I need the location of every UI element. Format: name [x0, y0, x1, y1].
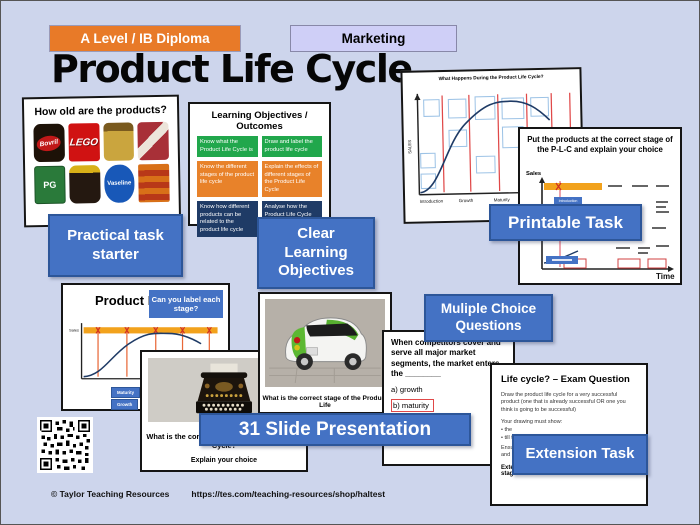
products-starter-slide: How old are the products? Bovril LEGO PG… [21, 94, 182, 228]
car-question: What is the correct stage of the Product… [262, 395, 388, 409]
product-images: Bovril LEGO PG Vaseline [24, 116, 178, 205]
qr-code [37, 417, 93, 473]
car-image [265, 299, 385, 387]
plc-chart-slide: What Happens During the Product Life Cyc… [400, 67, 585, 224]
subject-badge-label: Marketing [341, 31, 406, 46]
objectives-slide: Learning Objectives / Outcomes Know what… [188, 102, 331, 238]
stage-chip: Maturity [111, 387, 141, 398]
exam-bullet: • till t [501, 435, 513, 442]
objective-item: Explain the effects of different stages … [261, 161, 322, 198]
ice-cream-image [137, 121, 169, 161]
objective-item: Draw and label the product life cycle [261, 136, 322, 158]
exam-fragment: Ensure [501, 445, 519, 452]
bovril-jar-image: Bovril [33, 123, 65, 163]
copyright-text: © Taylor Teaching Resources [51, 489, 170, 499]
label-stages-prompt: Can you label each stage? [149, 290, 223, 318]
typewriter-icon [196, 363, 252, 414]
mustard-jar-image [102, 122, 135, 161]
typewriter-subquestion: Explain your choice [190, 457, 258, 464]
exam-title: Life cycle? – Exam Question [501, 374, 630, 385]
exam-body: Draw the product life cycle for a very s… [501, 392, 626, 413]
printable-task-ylabel: Sales [526, 171, 542, 177]
lego-logo-image: LEGO [68, 123, 100, 162]
vaseline-image: Vaseline [103, 164, 135, 203]
mcq-question: When competitors cover and serve all maj… [391, 338, 501, 379]
mcq-option-a: a) growth [391, 384, 423, 394]
printable-task-label: Printable Task [489, 204, 642, 241]
product-box-image [138, 163, 170, 203]
marmite-jar-image [68, 165, 101, 204]
slide-count-banner: 31 Slide Presentation [199, 413, 471, 446]
exam-bullet: • the [501, 427, 513, 434]
label-stages-ylabel: Sales [69, 327, 79, 332]
extension-task-label: Extension Task [512, 434, 648, 475]
printable-task-chart: Time [539, 177, 675, 281]
shop-url: https://tes.com/teaching-resources/shop/… [191, 489, 386, 499]
mcq-label: Muliple Choice Questions [424, 294, 553, 342]
objective-item: Know how different products can be relat… [197, 201, 258, 238]
clear-objectives-label: Clear Learning Objectives [257, 217, 375, 289]
objectives-title: Learning Objectives / Outcomes [211, 110, 308, 132]
smart-car-icon [269, 303, 381, 383]
practical-task-label: Practical task starter [48, 214, 183, 277]
printable-task-title: Put the products at the correct stage of… [527, 135, 673, 155]
car-slide: What is the correct stage of the Product… [258, 292, 392, 414]
exam-must: Your drawing must show: [501, 419, 563, 426]
objective-item: Know what the Product Life Cycle is [197, 136, 258, 158]
plc-stage-2: Maturity [494, 197, 511, 202]
plc-stage-0: Introduction [420, 199, 444, 205]
subject-badge: Marketing [290, 25, 457, 52]
plc-chart: SALES Introduction Growth Maturity Satur… [407, 92, 576, 205]
page-title: Product Life Cycle [51, 47, 413, 91]
qr-code-image [40, 420, 90, 470]
level-badge: A Level / IB Diploma [49, 25, 241, 52]
plc-ylabel: SALES [407, 140, 412, 154]
footer: © Taylor Teaching Resources https://tes.… [51, 489, 385, 499]
plc-stage-1: Growth [459, 198, 474, 203]
objective-item: Know the different stages of the product… [197, 161, 258, 198]
exam-fragment: and in [501, 452, 516, 459]
introduction-chip: Introduction [554, 197, 582, 204]
pg-tips-image: PG [34, 165, 66, 205]
stage-chip: Growth [111, 399, 139, 410]
stage-chip [546, 256, 578, 264]
printable-task-xlabel: Time [656, 272, 675, 281]
mcq-option-b: b) maturity [391, 398, 506, 412]
level-badge-label: A Level / IB Diploma [80, 31, 210, 46]
